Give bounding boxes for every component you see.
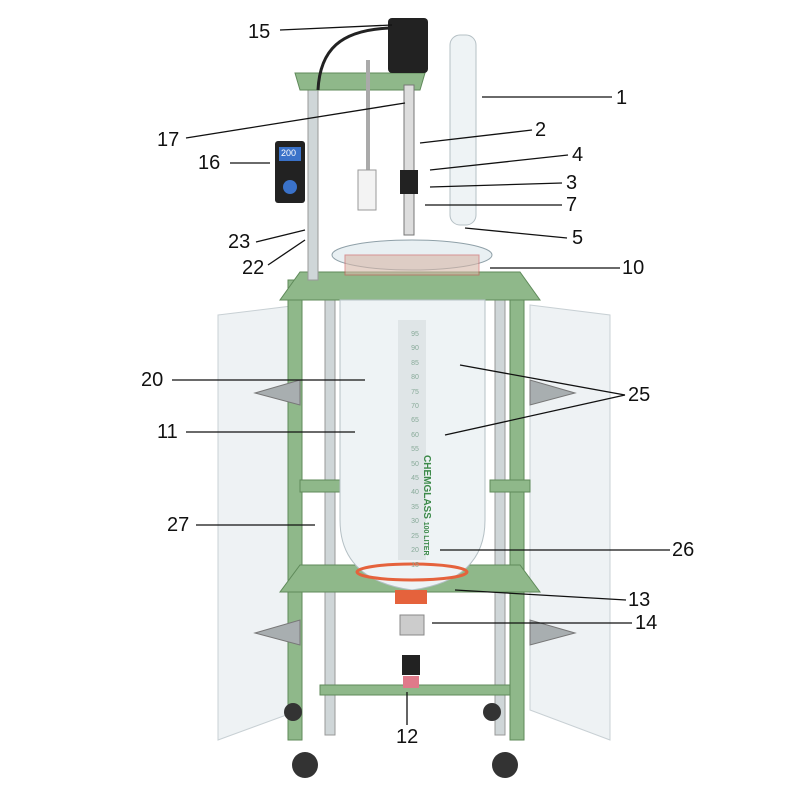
scale-mark: 35 bbox=[411, 503, 419, 511]
scale-mark: 25 bbox=[411, 532, 419, 540]
stirrer-motor bbox=[388, 18, 428, 73]
callout-7: 7 bbox=[566, 194, 578, 216]
capacity-text: 100 LITER bbox=[422, 521, 429, 556]
callout-13: 13 bbox=[628, 589, 651, 611]
scale-mark: 30 bbox=[411, 518, 419, 526]
scale-mark: 15 bbox=[411, 561, 419, 569]
callout-23: 23 bbox=[228, 231, 251, 253]
drain-cap bbox=[403, 676, 419, 688]
callout-10: 10 bbox=[622, 257, 645, 279]
condenser bbox=[449, 34, 477, 226]
right-shield bbox=[529, 304, 611, 741]
scale-mark: 60 bbox=[411, 431, 419, 439]
temperature-probe bbox=[366, 60, 370, 200]
probe-adapter bbox=[357, 169, 377, 211]
callout-25: 25 bbox=[628, 384, 651, 406]
stirrer-shaft bbox=[403, 84, 415, 236]
callout-11: 11 bbox=[157, 421, 178, 443]
volume-scale: 95 90 85 80 75 70 65 60 55 50 45 40 35 30 25 20 15 bbox=[380, 328, 450, 573]
drain-fitting bbox=[402, 655, 420, 675]
scale-mark: 70 bbox=[411, 403, 419, 411]
callout-1: 1 bbox=[616, 87, 628, 109]
callout-22: 22 bbox=[242, 257, 265, 279]
callout-16: 16 bbox=[198, 152, 221, 174]
scale-mark: 65 bbox=[411, 417, 419, 425]
callout-2: 2 bbox=[535, 119, 547, 141]
callout-lines bbox=[172, 24, 670, 725]
support-rod bbox=[307, 79, 319, 281]
callout-3: 3 bbox=[566, 172, 578, 194]
callout-4: 4 bbox=[572, 144, 584, 166]
motor-arm bbox=[294, 72, 426, 91]
scale-mark: 85 bbox=[411, 359, 419, 367]
brand-text: CHEMGLASS bbox=[421, 455, 432, 519]
shaft-seal bbox=[400, 170, 418, 194]
scale-mark: 50 bbox=[411, 460, 419, 468]
callout-5: 5 bbox=[572, 227, 584, 249]
callout-15: 15 bbox=[248, 21, 271, 43]
vessel-gasket bbox=[355, 562, 469, 582]
callout-14: 14 bbox=[635, 612, 658, 634]
scale-mark: 55 bbox=[411, 446, 419, 454]
graduation-strip bbox=[398, 320, 426, 560]
lid-clamp bbox=[344, 254, 480, 276]
scale-mark: 90 bbox=[411, 345, 419, 353]
scale-mark: 95 bbox=[411, 331, 419, 338]
scale-mark: 40 bbox=[411, 489, 419, 497]
bottom-valve-gasket bbox=[395, 590, 427, 604]
casters bbox=[284, 703, 518, 778]
callout-20: 20 bbox=[141, 369, 164, 391]
motor-cable bbox=[316, 26, 391, 91]
scale-mark: 45 bbox=[411, 475, 419, 483]
scale-mark: 20 bbox=[411, 547, 419, 555]
callout-26: 26 bbox=[672, 539, 695, 561]
scale-mark: 75 bbox=[411, 388, 419, 396]
bottom-valve bbox=[399, 614, 425, 636]
controller-readout: 200 bbox=[281, 148, 297, 158]
controller-knob bbox=[283, 180, 297, 194]
brand-logo: CHEMGLASS 100 LITER bbox=[421, 455, 432, 556]
callout-27: 27 bbox=[167, 514, 190, 536]
shield-brackets bbox=[253, 379, 577, 646]
callout-17: 17 bbox=[157, 129, 180, 151]
scale-mark: 80 bbox=[411, 374, 419, 382]
controller-display bbox=[279, 147, 301, 161]
callout-12: 12 bbox=[396, 726, 419, 748]
